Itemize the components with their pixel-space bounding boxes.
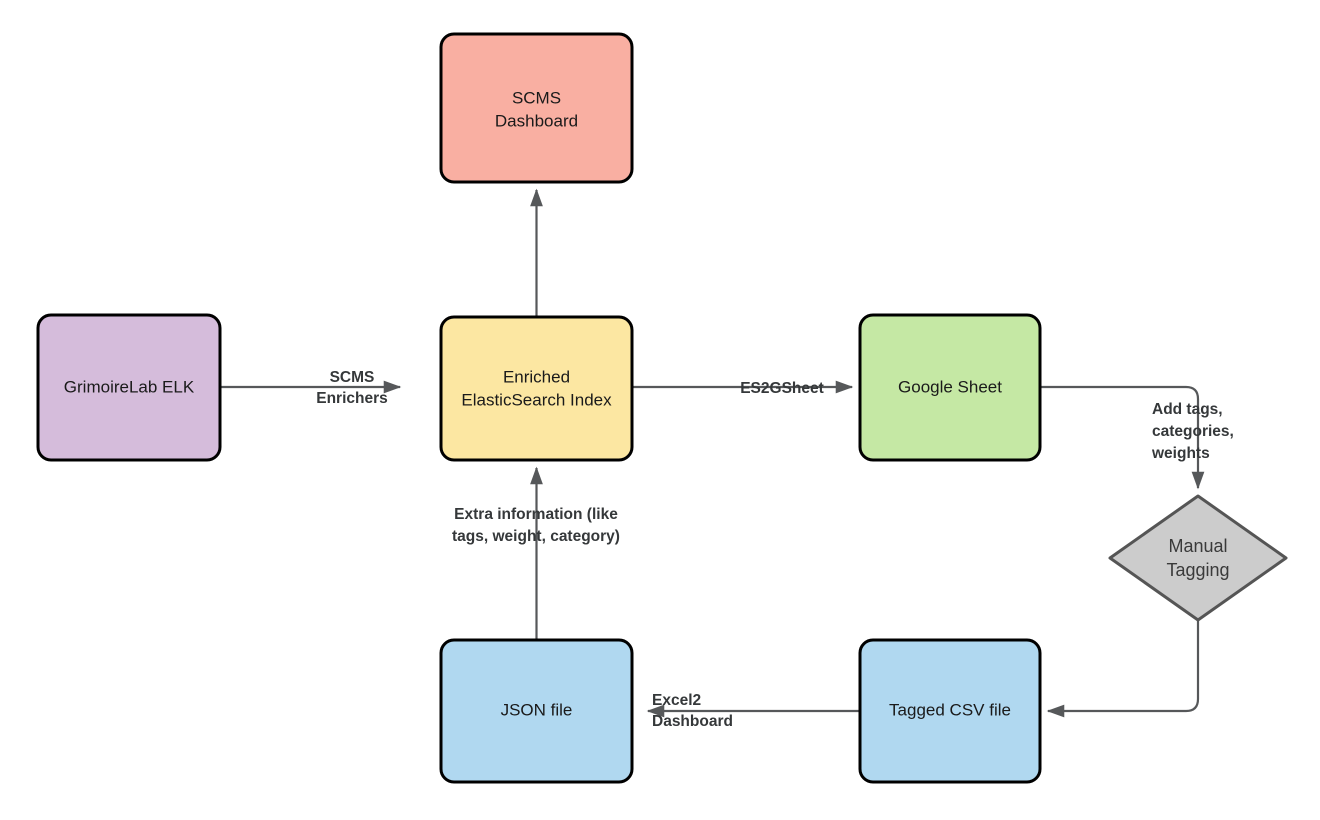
edge-manual-tagging-to-csv-line (1046, 620, 1200, 718)
edge-sheet-to-manual-tagging: Add tags, categories, weights (1040, 385, 1234, 490)
node-google-sheet[interactable]: Google Sheet (858, 313, 1042, 462)
grimoirelab-elk-shape[interactable] (36, 313, 222, 462)
manual-tagging-shape[interactable] (1108, 494, 1288, 622)
tagged-csv-file-shape[interactable] (858, 638, 1042, 784)
edge-index-to-sheet: ES2GSheet (632, 380, 854, 397)
node-scms-dashboard[interactable]: SCMS Dashboard (439, 32, 634, 184)
edge-index-to-sheet-label: ES2GSheet (740, 380, 824, 397)
node-grimoirelab-elk[interactable]: GrimoireLab ELK (36, 313, 222, 462)
edge-sheet-to-manual-tagging-label-line3: weights (1151, 445, 1210, 462)
manual-tagging-label-line1: Manual (1168, 536, 1227, 556)
node-enriched-elasticsearch-index[interactable]: Enriched ElasticSearch Index (439, 315, 634, 462)
scms-dashboard-shape[interactable] (439, 32, 634, 184)
edge-elk-to-index: SCMS Enrichers (220, 369, 402, 407)
enriched-elasticsearch-index-label-line1: Enriched (503, 367, 570, 386)
edge-manual-tagging-to-csv (1046, 620, 1200, 718)
edge-csv-to-json-label-line2: Dashboard (652, 713, 733, 730)
json-file-label: JSON file (501, 700, 573, 719)
edge-json-to-index-label-line2: tags, weight, category) (452, 528, 620, 545)
json-file-shape[interactable] (439, 638, 634, 784)
enriched-elasticsearch-index-shape[interactable] (439, 315, 634, 462)
scms-dashboard-label-line1: SCMS (512, 88, 561, 107)
tagged-csv-file-label: Tagged CSV file (889, 700, 1011, 719)
node-manual-tagging[interactable]: Manual Tagging (1108, 494, 1288, 622)
edge-elk-to-index-label-line2: Enrichers (316, 390, 388, 407)
enriched-elasticsearch-index-label-line2: ElasticSearch Index (461, 390, 612, 409)
edge-sheet-to-manual-tagging-line (1040, 385, 1205, 490)
grimoirelab-elk-label: GrimoireLab ELK (64, 377, 195, 396)
edge-csv-to-json-label-line1: Excel2 (652, 692, 701, 709)
node-tagged-csv-file[interactable]: Tagged CSV file (858, 638, 1042, 784)
scms-dashboard-label-line2: Dashboard (495, 111, 578, 130)
edge-elk-to-index-label-line1: SCMS (330, 369, 375, 386)
manual-tagging-label-line2: Tagging (1166, 560, 1229, 580)
google-sheet-shape[interactable] (858, 313, 1042, 462)
edge-json-to-index-label-line1: Extra information (like (454, 506, 618, 523)
google-sheet-label: Google Sheet (898, 377, 1002, 396)
node-json-file[interactable]: JSON file (439, 638, 634, 784)
edge-sheet-to-manual-tagging-label-line1: Add tags, (1152, 401, 1223, 418)
edge-json-to-index: Extra information (like tags, weight, ca… (452, 466, 620, 640)
edge-csv-to-json: Excel2 Dashboard (646, 692, 860, 730)
edge-sheet-to-manual-tagging-label-line2: categories, (1152, 423, 1234, 440)
